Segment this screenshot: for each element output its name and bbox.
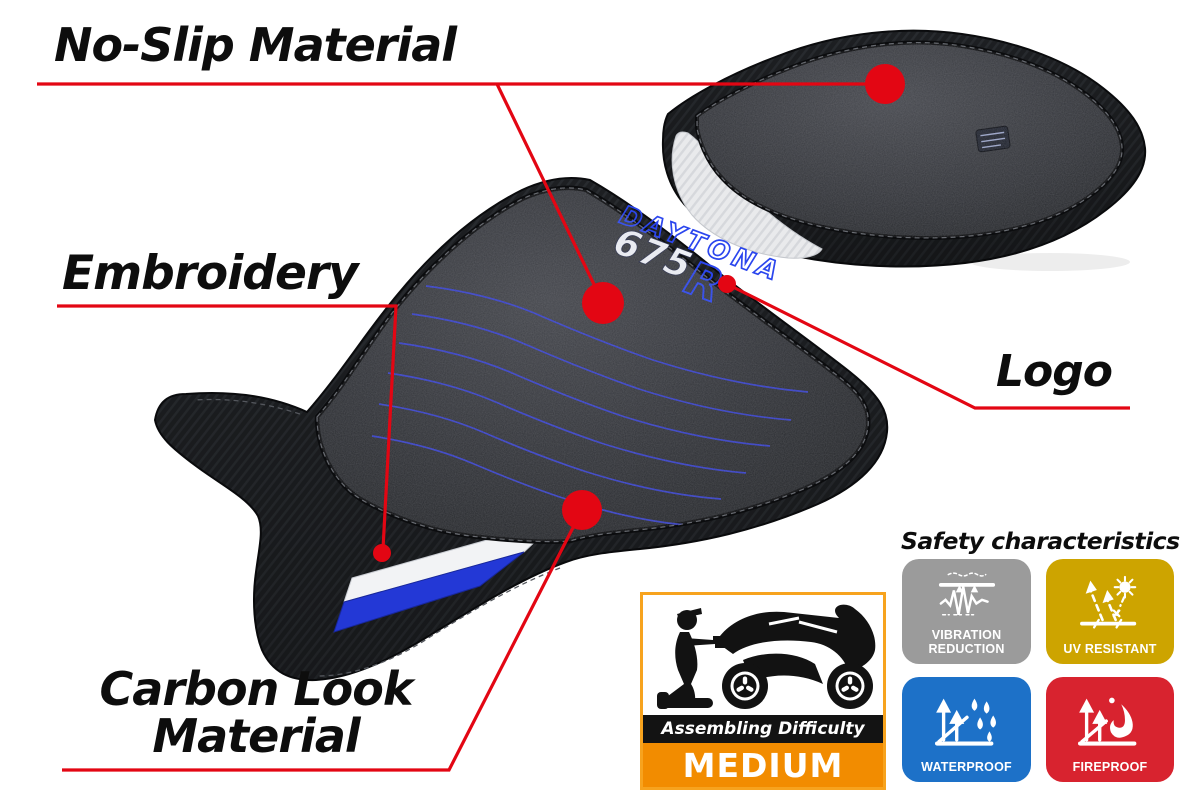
uv-resistant-icon — [1050, 565, 1170, 642]
assembly-difficulty-box: Assembling Difficulty MEDIUM — [640, 592, 886, 790]
fireproof-icon — [1050, 683, 1170, 760]
pillion-shadow — [970, 253, 1130, 271]
callout-line-carbon — [62, 509, 584, 772]
callout-embroidery-label: Embroidery — [62, 246, 359, 301]
rear-wheel — [827, 663, 873, 709]
waterproof-icon — [906, 683, 1027, 760]
callout-line-no-slip-branch — [495, 83, 605, 304]
callout-dot-no-slip — [865, 64, 905, 104]
assembly-title-bar: Assembling Difficulty — [643, 715, 883, 743]
badge-uv-resistant: UV RESISTANT — [1046, 559, 1174, 664]
callout-line-logo — [726, 282, 1130, 410]
front-wheel — [722, 663, 768, 709]
callout-dot-carbon — [562, 490, 602, 530]
badge-waterproof: WATERPROOF — [902, 677, 1031, 782]
waterproof-label: WATERPROOF — [921, 760, 1012, 774]
callout-logo-label: Logo — [996, 346, 1113, 397]
vibration-reduction-label: VIBRATION REDUCTION — [928, 628, 1005, 656]
callout-carbon-look-label: Carbon Look Material — [99, 662, 414, 763]
border-stitching — [193, 398, 561, 677]
safety-badges: VIBRATION REDUCTION UV RESISTANT — [902, 559, 1174, 782]
callout-dot-logo — [718, 275, 736, 293]
vibration-reduction-icon — [906, 565, 1027, 628]
accent-blue-band — [333, 551, 525, 633]
assembly-level-badge: MEDIUM — [643, 743, 883, 787]
badge-vibration-reduction: VIBRATION REDUCTION — [902, 559, 1031, 664]
mechanic-motorcycle-icon — [657, 604, 876, 709]
callout-dot-accent — [373, 544, 391, 562]
fireproof-label: FIREPROOF — [1072, 760, 1148, 774]
callout-no-slip-label: No-Slip Material — [54, 18, 457, 72]
callout-dot-embroidery-seat — [582, 282, 624, 324]
badge-fireproof: FIREPROOF — [1046, 677, 1174, 782]
callout-graphics — [37, 64, 1130, 772]
assembly-illustration — [643, 595, 883, 715]
uv-resistant-label: UV RESISTANT — [1063, 642, 1157, 656]
safety-title: Safety characteristics — [901, 527, 1180, 555]
callout-line-embroidery — [57, 304, 398, 550]
